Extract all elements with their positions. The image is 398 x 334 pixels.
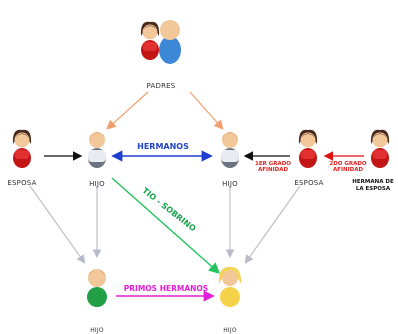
arrow-esposa-left-child	[29, 185, 86, 264]
label-padres: PADRES	[146, 82, 176, 90]
label-afinidad-1: 1ER GRADO AFINIDAD	[255, 161, 291, 173]
padres-mother-figure	[140, 21, 160, 60]
label-primos-hermanos: PRIMOS HERMANOS	[123, 284, 209, 293]
label-hijo-bottom-left: HIJO	[90, 327, 104, 334]
arrow-tio-sobrino	[111, 177, 221, 274]
esposa-left-figure	[12, 129, 32, 168]
arrow-padres-hijo-right	[189, 91, 224, 130]
padres-father-figure	[159, 20, 181, 64]
arrow-esposa-right-child	[244, 185, 301, 264]
arrow-padres-hijo-left	[106, 91, 149, 130]
label-hijo-bottom-right: HIJO	[223, 327, 237, 334]
label-hijo-right: HIJO	[222, 180, 238, 188]
hermana-esposa-figure	[370, 129, 390, 168]
label-afinidad-2: 2DO GRADO AFINIDAD	[329, 161, 367, 173]
hijo-left-figure	[88, 132, 106, 168]
label-esposa-left: ESPOSA	[7, 179, 37, 187]
label-hermanos: HERMANOS	[137, 142, 189, 151]
label-esposa-right: ESPOSA	[294, 179, 324, 187]
label-hijo-left: HIJO	[89, 180, 105, 188]
hijo-bottom-right-figure	[218, 266, 242, 307]
esposa-right-figure	[298, 129, 318, 168]
label-hermana-esposa: HERMANA DE LA ESPOSA	[352, 179, 394, 192]
hijo-bottom-left-figure	[87, 269, 107, 307]
hijo-right-figure	[221, 132, 239, 168]
